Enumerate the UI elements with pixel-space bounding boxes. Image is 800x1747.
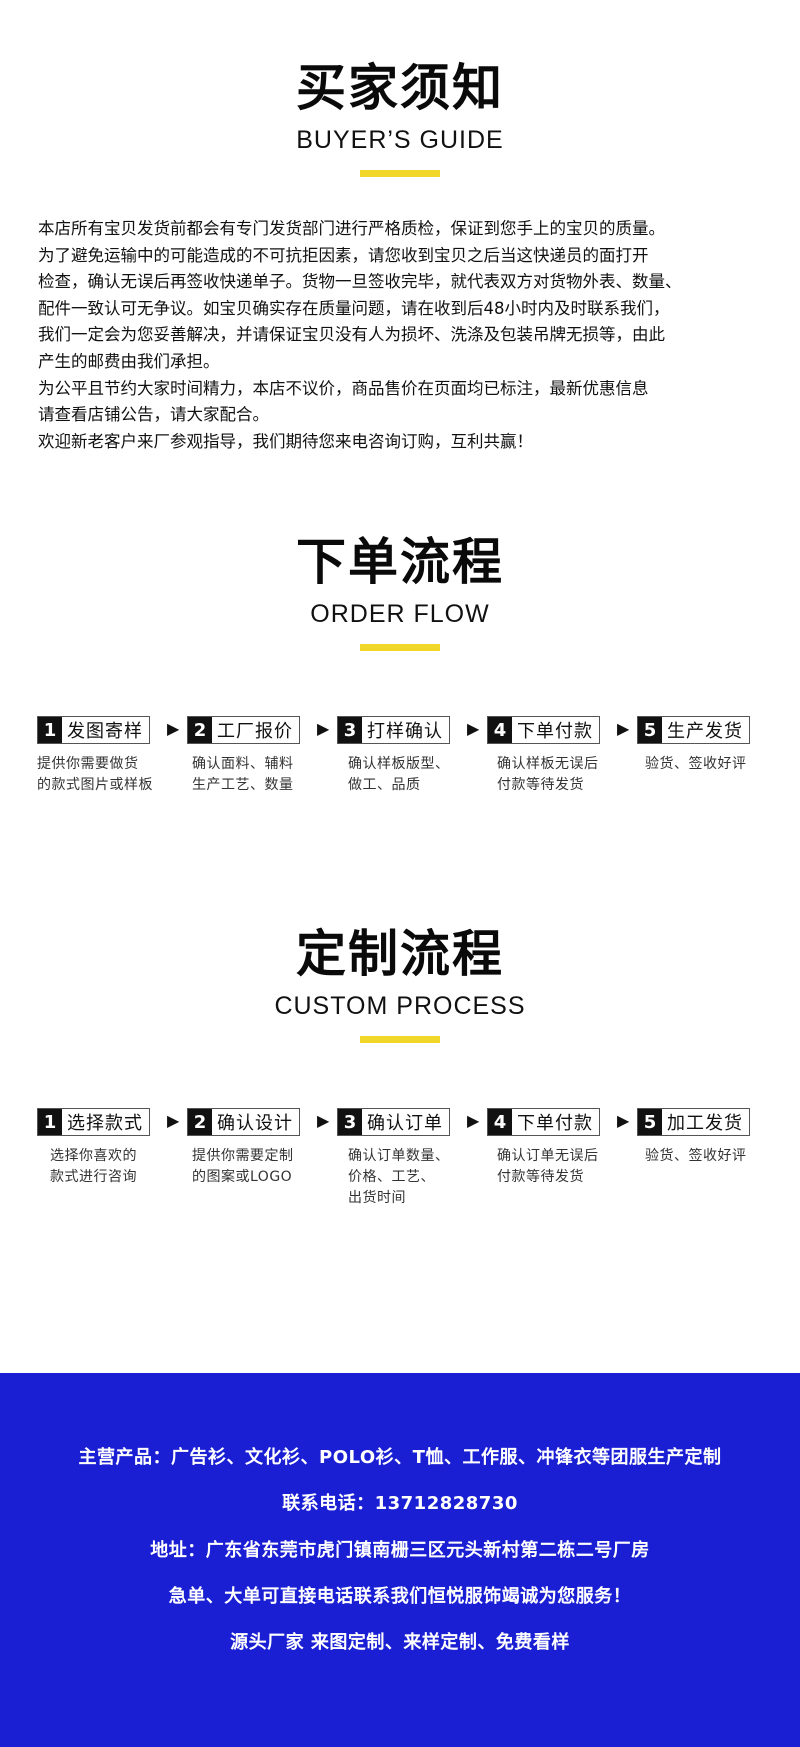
step-description: 确认订单无误后 付款等待发货 xyxy=(497,1148,599,1185)
step-number: 5 xyxy=(638,1109,662,1135)
step-label: 加工发货 xyxy=(667,1113,743,1134)
step-number: 1 xyxy=(38,1109,62,1135)
step-label: 工厂报价 xyxy=(217,721,293,742)
step-description: 确认订单数量、 价格、工艺、 出货时间 xyxy=(348,1148,450,1206)
step-number: 3 xyxy=(338,1109,362,1135)
footer-address: 地址：广东省东莞市虎门镇南栅三区元头新村第二栋二号厂房 xyxy=(150,1540,650,1561)
notice-line: 欢迎新老客户来厂参观指导，我们期待您来电咨询订购，互利共赢！ xyxy=(38,431,533,451)
notice-line: 为了避免运输中的可能造成的不可抗拒因素，请您收到宝贝之后当这快递员的面打开 xyxy=(38,245,649,265)
order-flow-title: 下单流程 xyxy=(296,533,504,591)
step-label: 确认订单 xyxy=(367,1113,443,1134)
arrow-right-icon: ▶ xyxy=(317,1111,330,1130)
custom-process-title: 定制流程 xyxy=(296,925,504,983)
order-step-4: 4 下单付款 xyxy=(487,716,600,744)
arrow-right-icon: ▶ xyxy=(467,1111,480,1130)
order-step-1: 1 发图寄样 xyxy=(37,716,150,744)
notice-line: 我们一定会为您妥善解决，并请保证宝贝没有人为损坏、洗涤及包装吊牌无损等，由此 xyxy=(38,325,665,345)
notice-line: 产生的邮费由我们承担。 xyxy=(38,351,220,371)
custom-step-4: 4 下单付款 xyxy=(487,1108,600,1136)
arrow-right-icon: ▶ xyxy=(617,719,630,738)
order-flow-header: 下单流程 ORDER FLOW xyxy=(0,532,800,651)
step-description: 提供你需要定制 的图案或LOGO xyxy=(192,1148,294,1185)
notice-line: 检查，确认无误后再签收快递单子。货物一旦签收完毕，就代表双方对货物外表、数量、 xyxy=(38,272,682,292)
step-description: 提供你需要做货 的款式图片或样板 xyxy=(37,756,153,793)
buyer-guide-header: 买家须知 BUYER’S GUIDE xyxy=(0,58,800,177)
footer-phone: 联系电话：13712828730 xyxy=(282,1493,518,1514)
arrow-right-icon: ▶ xyxy=(167,719,180,738)
step-label: 发图寄样 xyxy=(67,721,143,742)
buyer-guide-title: 买家须知 xyxy=(296,59,504,117)
contact-footer: 主营产品：广告衫、文化衫、POLO衫、T恤、工作服、冲锋衣等团服生产定制 联系电… xyxy=(0,1373,800,1747)
buyer-guide-subtitle: BUYER’S GUIDE xyxy=(296,126,504,154)
order-step-2: 2 工厂报价 xyxy=(187,716,300,744)
step-number: 3 xyxy=(338,717,362,743)
accent-bar xyxy=(360,644,440,651)
step-description: 确认样板无误后 付款等待发货 xyxy=(497,756,599,793)
footer-products: 主营产品：广告衫、文化衫、POLO衫、T恤、工作服、冲锋衣等团服生产定制 xyxy=(78,1447,722,1468)
step-description: 确认样板版型、 做工、品质 xyxy=(348,756,450,793)
buyer-guide-notice: 本店所有宝贝发货前都会有专门发货部门进行严格质检，保证到您手上的宝贝的质量。 为… xyxy=(38,216,768,455)
step-number: 4 xyxy=(488,717,512,743)
accent-bar xyxy=(360,1036,440,1043)
step-label: 下单付款 xyxy=(517,721,593,742)
step-description: 验货、签收好评 xyxy=(645,1148,747,1164)
notice-line: 为公平且节约大家时间精力，本店不议价，商品售价在页面均已标注，最新优惠信息 xyxy=(38,378,649,398)
notice-line: 请查看店铺公告，请大家配合。 xyxy=(38,405,269,425)
custom-step-5: 5 加工发货 xyxy=(637,1108,750,1136)
step-label: 确认设计 xyxy=(217,1113,293,1134)
step-description: 确认面料、辅料 生产工艺、数量 xyxy=(192,756,294,793)
order-flow-steps: 1 发图寄样 ▶ 2 工厂报价 ▶ 3 打样确认 ▶ 4 下单付款 ▶ 5 生产… xyxy=(37,716,777,750)
step-label: 生产发货 xyxy=(667,721,743,742)
notice-line: 配件一致认可无争议。如宝贝确实存在质量问题，请在收到后48小时内及时联系我们， xyxy=(38,298,670,318)
custom-process-steps: 1 选择款式 ▶ 2 确认设计 ▶ 3 确认订单 ▶ 4 下单付款 ▶ 5 加工… xyxy=(37,1108,777,1142)
footer-slogan: 源头厂家 来图定制、来样定制、免费看样 xyxy=(230,1632,570,1653)
arrow-right-icon: ▶ xyxy=(617,1111,630,1130)
order-flow-subtitle: ORDER FLOW xyxy=(310,600,490,628)
notice-line: 本店所有宝贝发货前都会有专门发货部门进行严格质检，保证到您手上的宝贝的质量。 xyxy=(38,219,665,238)
step-label: 下单付款 xyxy=(517,1113,593,1134)
step-description: 验货、签收好评 xyxy=(645,756,747,772)
step-label: 打样确认 xyxy=(367,721,443,742)
arrow-right-icon: ▶ xyxy=(167,1111,180,1130)
arrow-right-icon: ▶ xyxy=(317,719,330,738)
custom-step-2: 2 确认设计 xyxy=(187,1108,300,1136)
footer-service: 急单、大单可直接电话联系我们恒悦服饰竭诚为您服务！ xyxy=(168,1586,632,1607)
step-number: 5 xyxy=(638,717,662,743)
order-step-3: 3 打样确认 xyxy=(337,716,450,744)
order-step-5: 5 生产发货 xyxy=(637,716,750,744)
step-description: 选择你喜欢的 款式进行咨询 xyxy=(50,1148,137,1185)
step-number: 4 xyxy=(488,1109,512,1135)
custom-step-1: 1 选择款式 xyxy=(37,1108,150,1136)
step-number: 2 xyxy=(188,717,212,743)
custom-step-3: 3 确认订单 xyxy=(337,1108,450,1136)
accent-bar xyxy=(360,170,440,177)
arrow-right-icon: ▶ xyxy=(467,719,480,738)
custom-process-header: 定制流程 CUSTOM PROCESS xyxy=(0,924,800,1043)
custom-process-subtitle: CUSTOM PROCESS xyxy=(274,992,526,1020)
step-label: 选择款式 xyxy=(67,1113,143,1134)
step-number: 2 xyxy=(188,1109,212,1135)
step-number: 1 xyxy=(38,717,62,743)
